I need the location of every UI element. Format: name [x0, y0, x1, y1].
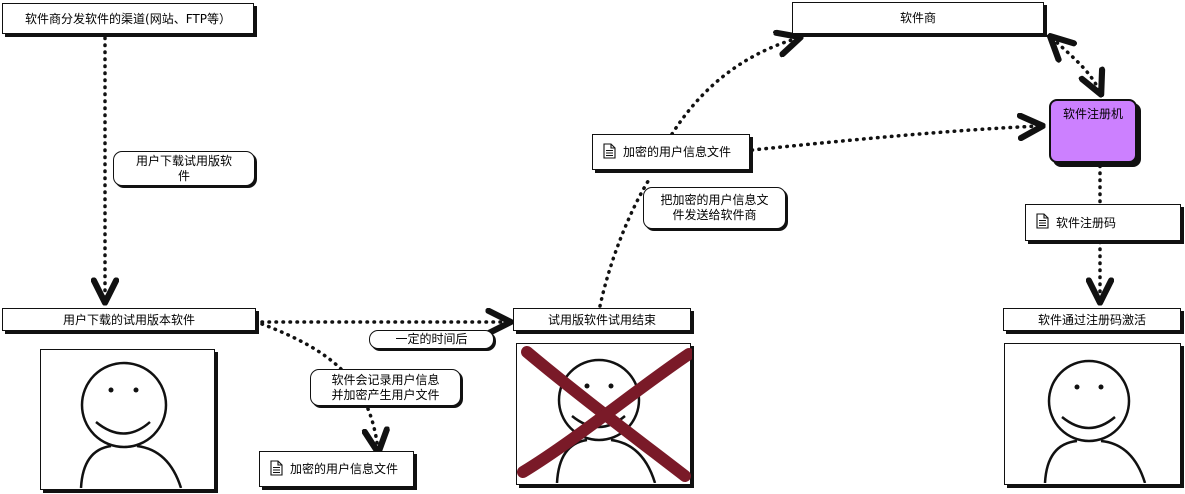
vendor-node: 软件商 [792, 2, 1044, 34]
download-callout: 用户下载试用版软件 [113, 151, 255, 186]
after-time-callout: 一定的时间后 [369, 330, 494, 349]
trial-ended-label: 试用版软件试用结束 [547, 312, 656, 327]
trial-ended-node: 试用版软件试用结束 [513, 308, 691, 331]
send-callout-line2: 件发送给软件商 [672, 208, 757, 222]
record-callout-line2: 并加密产生用户文件 [331, 387, 440, 402]
trial-software-node: 用户下载的试用版本软件 [2, 308, 256, 331]
registrar-label: 软件注册机 [1062, 107, 1123, 121]
channel-node: 软件商分发软件的渠道(网站、FTP等） [2, 3, 254, 34]
download-callout-line1: 用户下载试用版软 [135, 153, 232, 168]
connector-vendor-registrar [1052, 38, 1100, 92]
send-callout: 把加密的用户信息文件发送给软件商 [643, 187, 786, 229]
record-callout: 软件会记录用户信息并加密产生用户文件 [310, 369, 461, 406]
vendor-label: 软件商 [899, 11, 936, 25]
encrypted-file-top-label: 加密的用户信息文件 [623, 145, 732, 159]
encrypted-file-top-node: 加密的用户信息文件 [592, 134, 750, 170]
channel-label: 软件商分发软件的渠道(网站、FTP等） [25, 11, 231, 26]
connector-send-vendor [670, 38, 798, 136]
send-callout-line1: 把加密的用户信息文 [660, 193, 769, 207]
document-icon [1036, 213, 1049, 232]
activated-label: 软件通过注册码激活 [1037, 312, 1146, 327]
registrar-node: 软件注册机 [1049, 99, 1137, 163]
download-callout-line2: 件 [177, 168, 190, 183]
user-frame-middle [516, 343, 692, 485]
encrypted-file-bottom-node: 加密的用户信息文件 [259, 451, 414, 487]
record-callout-line1: 软件会记录用户信息 [331, 372, 440, 387]
smiley-user-icon [1043, 359, 1147, 484]
connector-to-registrar [750, 126, 1040, 152]
trial-software-label: 用户下载的试用版本软件 [62, 312, 195, 327]
document-icon [603, 142, 616, 162]
after-time-label: 一定的时间后 [395, 332, 468, 346]
red-cross-icon [517, 346, 692, 482]
connector-to-encrypted-file [598, 176, 652, 308]
smiley-user-icon [79, 361, 183, 489]
reg-code-node: 软件注册码 [1025, 204, 1181, 241]
user-frame-right [1004, 343, 1181, 485]
document-icon [270, 459, 283, 479]
user-frame-left [40, 349, 215, 490]
encrypted-file-bottom-label: 加密的用户信息文件 [290, 462, 399, 476]
reg-code-label: 软件注册码 [1056, 215, 1117, 230]
activated-node: 软件通过注册码激活 [1003, 308, 1181, 331]
